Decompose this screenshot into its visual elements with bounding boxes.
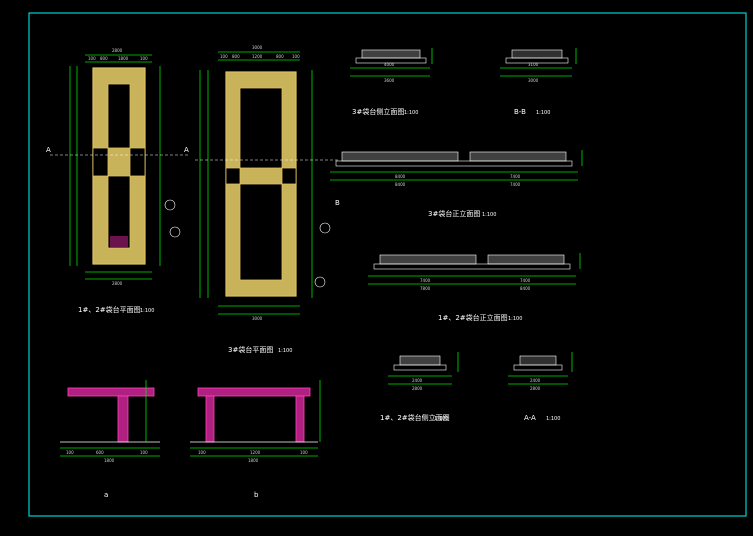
plan12-scale: 1:100 <box>140 308 154 314</box>
detail-callout <box>164 199 176 211</box>
section-marker-a-left: A <box>46 146 51 154</box>
detail-a-title: a <box>104 491 108 499</box>
detail-b-part: 100 <box>198 450 206 455</box>
plan3-sub-dim: 100 <box>220 54 228 59</box>
plan12-title: 1#、2#袋台平面图 <box>78 305 141 314</box>
plan-3: 3000 100 800 1200 800 100 3000 B 3#袋台平面图… <box>195 45 340 354</box>
side3-scale: 1:100 <box>404 110 418 116</box>
side3-len: 3600 <box>384 78 395 83</box>
plan12-bottom-dim: 2800 <box>112 281 123 286</box>
side12-tot: 2800 <box>412 386 423 391</box>
plan3-inner-void-bottom <box>239 183 283 281</box>
front12-dim-a: 7400 <box>420 278 431 283</box>
aa-tot: 2800 <box>530 386 541 391</box>
detail-b-part: 100 <box>300 450 308 455</box>
front3-total-b: 7400 <box>510 182 521 187</box>
front12-scale: 1:100 <box>508 316 522 322</box>
aa-title: A-A <box>524 414 536 422</box>
side-elevation-3: 4000 3600 3#袋台侧立面图 1:100 <box>350 48 433 116</box>
front3-dim-b: 7400 <box>510 174 521 179</box>
bb-title: B-B <box>514 108 526 116</box>
detail-a-part: 100 <box>140 450 148 455</box>
section-marker-a-right: A <box>184 146 189 154</box>
plan12-gap-left <box>92 147 109 177</box>
plan12-sub-dim: 1800 <box>118 56 129 61</box>
detail-callout <box>169 226 181 238</box>
front3-scale: 1:100 <box>482 212 496 218</box>
side3-dim: 4000 <box>384 62 395 67</box>
side12-title: 1#、2#袋台侧立面图 <box>380 413 450 422</box>
section-a-a: 2400 2800 A-A 1:100 <box>508 352 573 422</box>
plan-1-2: 2800 100 800 1800 100 2800 A A 1#、2#袋台平面… <box>46 48 190 314</box>
detail-b-title: b <box>254 491 259 499</box>
detail-a-part: 100 <box>66 450 74 455</box>
front3-total-a: 8400 <box>395 182 406 187</box>
bb-scale: 1:100 <box>536 110 550 116</box>
section-b-b: 3100 3000 B-B 1:100 <box>500 48 577 116</box>
front12-dim-b: 7400 <box>520 278 531 283</box>
plan12-section-mark <box>110 236 128 248</box>
detail-a: 100 600 100 1800 a <box>60 380 160 499</box>
bb-sub: 3100 <box>528 62 539 67</box>
plan3-bottom-dim: 3000 <box>252 316 263 321</box>
detail-b: 100 1200 100 1800 b <box>190 380 321 499</box>
side12-len: 2400 <box>412 378 423 383</box>
side-elevation-1-2: 2400 2800 1#、2#袋台侧立面图 1:100 <box>380 352 459 422</box>
plan3-sub-dim: 800 <box>232 54 240 59</box>
plan3-inner-void-top <box>239 87 283 169</box>
plan3-sub-dim: 800 <box>276 54 284 59</box>
plan12-gap-right <box>129 147 146 177</box>
bb-len: 3000 <box>528 78 539 83</box>
detail-b-part: 1200 <box>250 450 261 455</box>
front-elevation-1-2: 7400 7400 7800 8400 1#、2#袋台正立面图 1:100 <box>368 253 581 322</box>
aa-len: 2400 <box>530 378 541 383</box>
front12-tot-b: 8400 <box>520 286 531 291</box>
plan3-sub-dim: 100 <box>292 54 300 59</box>
plan3-top-dim: 3000 <box>252 45 263 50</box>
side3-title: 3#袋台侧立面图 <box>352 107 404 116</box>
front3-dim-a: 8400 <box>395 174 406 179</box>
aa-scale: 1:100 <box>546 416 560 422</box>
detail-a-width: 1800 <box>104 458 115 463</box>
section-marker-b: B <box>335 199 340 207</box>
drawing-frame <box>28 12 747 517</box>
front12-title: 1#、2#袋台正立面图 <box>438 313 508 322</box>
plan3-sub-dim: 1200 <box>252 54 263 59</box>
detail-a-part: 600 <box>96 450 104 455</box>
plan3-scale: 1:100 <box>278 348 292 354</box>
plan12-top-dim: 2800 <box>112 48 123 53</box>
plan3-title: 3#袋台平面图 <box>228 345 273 354</box>
plan12-inner-void-top <box>107 83 131 149</box>
front3-title: 3#袋台正立面图 <box>428 209 480 218</box>
front12-tot-a: 7800 <box>420 286 431 291</box>
front-elevation-3: 8400 7400 8400 7400 3#袋台正立面图 1:100 <box>330 150 583 218</box>
detail-b-width: 1800 <box>248 458 259 463</box>
plan12-sub-dim: 100 <box>88 56 96 61</box>
side12-scale: 1:100 <box>434 416 448 422</box>
plan12-sub-dim: 800 <box>100 56 108 61</box>
plan12-sub-dim: 100 <box>140 56 148 61</box>
